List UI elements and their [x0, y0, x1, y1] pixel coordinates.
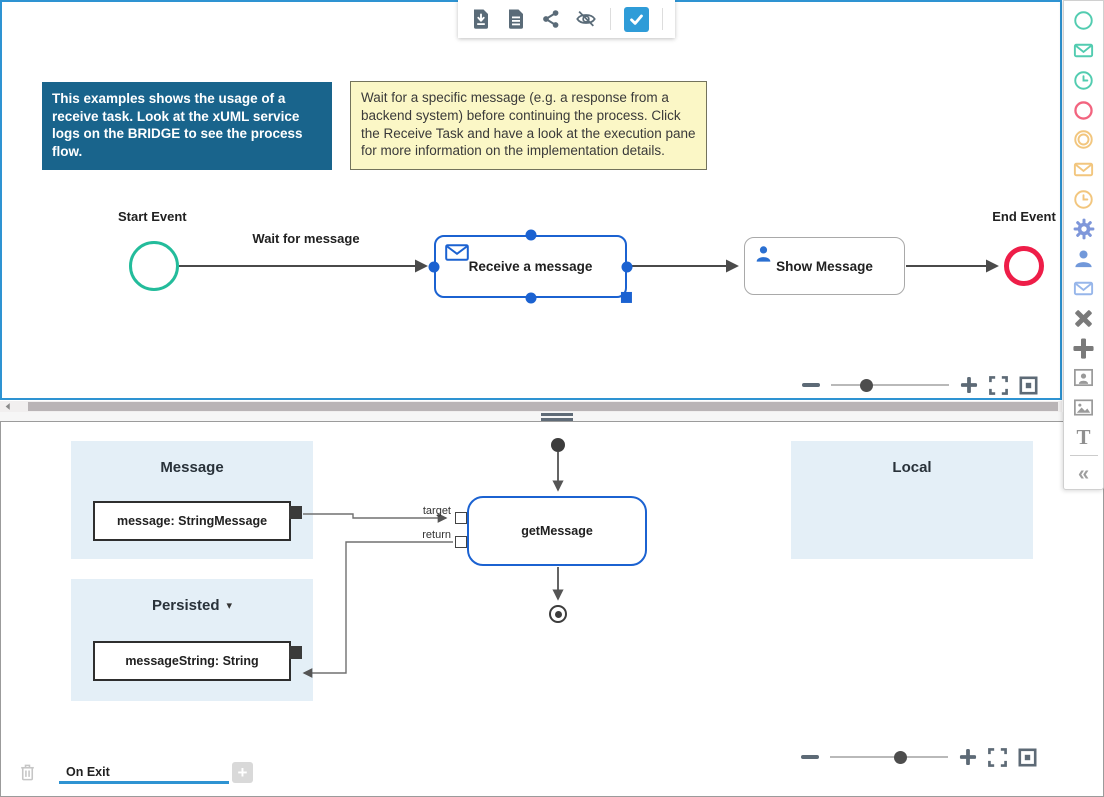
object-flow-connectors [302, 452, 564, 678]
zoom-slider-handle[interactable] [859, 378, 873, 392]
message-intermediate-event-tool[interactable] [1069, 155, 1099, 185]
local-region-title: Local [892, 459, 932, 476]
selection-handle[interactable] [525, 229, 536, 241]
local-region[interactable]: Local [791, 441, 1033, 559]
zoom-out-button[interactable] [801, 755, 819, 759]
zoom-slider[interactable] [830, 750, 948, 764]
initial-node[interactable] [551, 438, 565, 452]
palette-divider [1069, 455, 1098, 457]
image-tool[interactable] [1069, 393, 1099, 423]
pane-splitter[interactable] [0, 412, 1104, 421]
target-pin[interactable] [455, 512, 467, 524]
export-file-icon[interactable] [470, 8, 492, 30]
toolbar-separator [662, 8, 663, 30]
user-icon [754, 244, 773, 268]
message-object[interactable]: message: StringMessage [93, 501, 291, 541]
execution-pane[interactable]: Message Persisted ▾ Local [0, 421, 1104, 797]
tool-palette: T « [1063, 0, 1104, 490]
splitter-drag-handle[interactable] [541, 413, 573, 421]
action-node[interactable]: getMessage [467, 496, 647, 566]
add-tab-button[interactable]: + [232, 762, 253, 783]
zoom-in-button[interactable] [960, 376, 978, 394]
fit-to-screen-icon[interactable] [1018, 747, 1037, 767]
share-icon[interactable] [540, 8, 562, 30]
top-zoom-control [802, 372, 1038, 398]
action-node-label: getMessage [521, 524, 593, 538]
active-tab-underline [59, 781, 229, 784]
execution-tab-bar: On Exit + [1, 752, 401, 796]
message-object-label: message: StringMessage [116, 514, 268, 528]
message-start-event-tool[interactable] [1069, 36, 1099, 66]
selection-handle[interactable] [428, 261, 440, 272]
selection-handle[interactable] [525, 292, 536, 304]
end-event-tool[interactable] [1069, 95, 1099, 125]
chevron-down-icon[interactable]: ▾ [226, 600, 233, 612]
fullscreen-icon[interactable] [989, 375, 1008, 395]
resize-handle[interactable] [620, 291, 632, 303]
user-task-label: Show Message [776, 258, 873, 274]
scroll-left-arrow-icon[interactable] [1, 401, 14, 412]
message-string-object-label: messageString: String [125, 654, 259, 668]
fullscreen-icon[interactable] [988, 747, 1007, 767]
message-region-title: Message [160, 459, 224, 476]
target-pin-label: target [422, 505, 451, 517]
zoom-in-button[interactable] [959, 748, 977, 766]
receive-task-label: Receive a message [468, 259, 593, 274]
delete-tab-icon[interactable] [18, 762, 37, 788]
fit-to-screen-icon[interactable] [1019, 375, 1038, 395]
exclusive-gateway-tool[interactable] [1069, 304, 1099, 334]
object-connector-pin[interactable] [289, 506, 302, 519]
return-pin[interactable] [455, 536, 467, 548]
return-pin-label: return [422, 529, 451, 541]
user-task-tool[interactable] [1069, 244, 1099, 274]
zoom-slider[interactable] [831, 378, 949, 392]
receive-task-tool[interactable] [1069, 274, 1099, 304]
start-event-node[interactable] [129, 241, 179, 291]
note-annotation[interactable]: Wait for a specific message (e.g. a resp… [350, 81, 707, 171]
bottom-zoom-control [801, 744, 1037, 770]
selection-handle[interactable] [621, 261, 633, 272]
horizontal-scrollbar[interactable] [0, 401, 1062, 412]
intermediate-event-tool[interactable] [1069, 125, 1099, 155]
parallel-gateway-tool[interactable] [1069, 333, 1099, 363]
persisted-region-title: Persisted [151, 597, 220, 614]
receive-task-node[interactable]: Receive a message [428, 229, 633, 304]
sequence-flow-label: Wait for message [252, 231, 360, 246]
toolbar-separator [610, 8, 611, 30]
tab-on-exit[interactable]: On Exit [66, 765, 110, 779]
diagram-toolbar [458, 0, 675, 38]
start-event-label: Start Event [118, 209, 187, 224]
participant-tool[interactable] [1069, 363, 1099, 393]
scrollbar-thumb[interactable] [28, 402, 1058, 411]
bpmn-diagram-pane[interactable]: This examples shows the usage of a recei… [0, 0, 1062, 400]
info-annotation[interactable]: This examples shows the usage of a recei… [42, 82, 332, 171]
validate-checkbox[interactable] [624, 6, 649, 32]
hide-icon[interactable] [575, 8, 597, 30]
message-icon [445, 244, 469, 266]
zoom-out-button[interactable] [802, 383, 820, 387]
end-event-node[interactable] [1004, 246, 1044, 286]
end-event-label: End Event [992, 209, 1056, 224]
service-task-tool[interactable] [1069, 214, 1099, 244]
timer-start-event-tool[interactable] [1069, 66, 1099, 96]
zoom-slider-handle[interactable] [894, 750, 908, 764]
final-node[interactable] [549, 605, 567, 623]
user-task-node[interactable]: Show Message [744, 237, 905, 295]
text-annotation-tool[interactable]: T [1076, 424, 1091, 449]
collapse-palette[interactable]: « [1077, 463, 1090, 486]
document-icon[interactable] [505, 8, 527, 30]
object-connector-pin[interactable] [289, 646, 302, 659]
start-event-tool[interactable] [1069, 6, 1099, 36]
timer-intermediate-event-tool[interactable] [1069, 185, 1099, 215]
message-string-object[interactable]: messageString: String [93, 641, 291, 681]
sequence-flow-connectors [179, 259, 999, 273]
